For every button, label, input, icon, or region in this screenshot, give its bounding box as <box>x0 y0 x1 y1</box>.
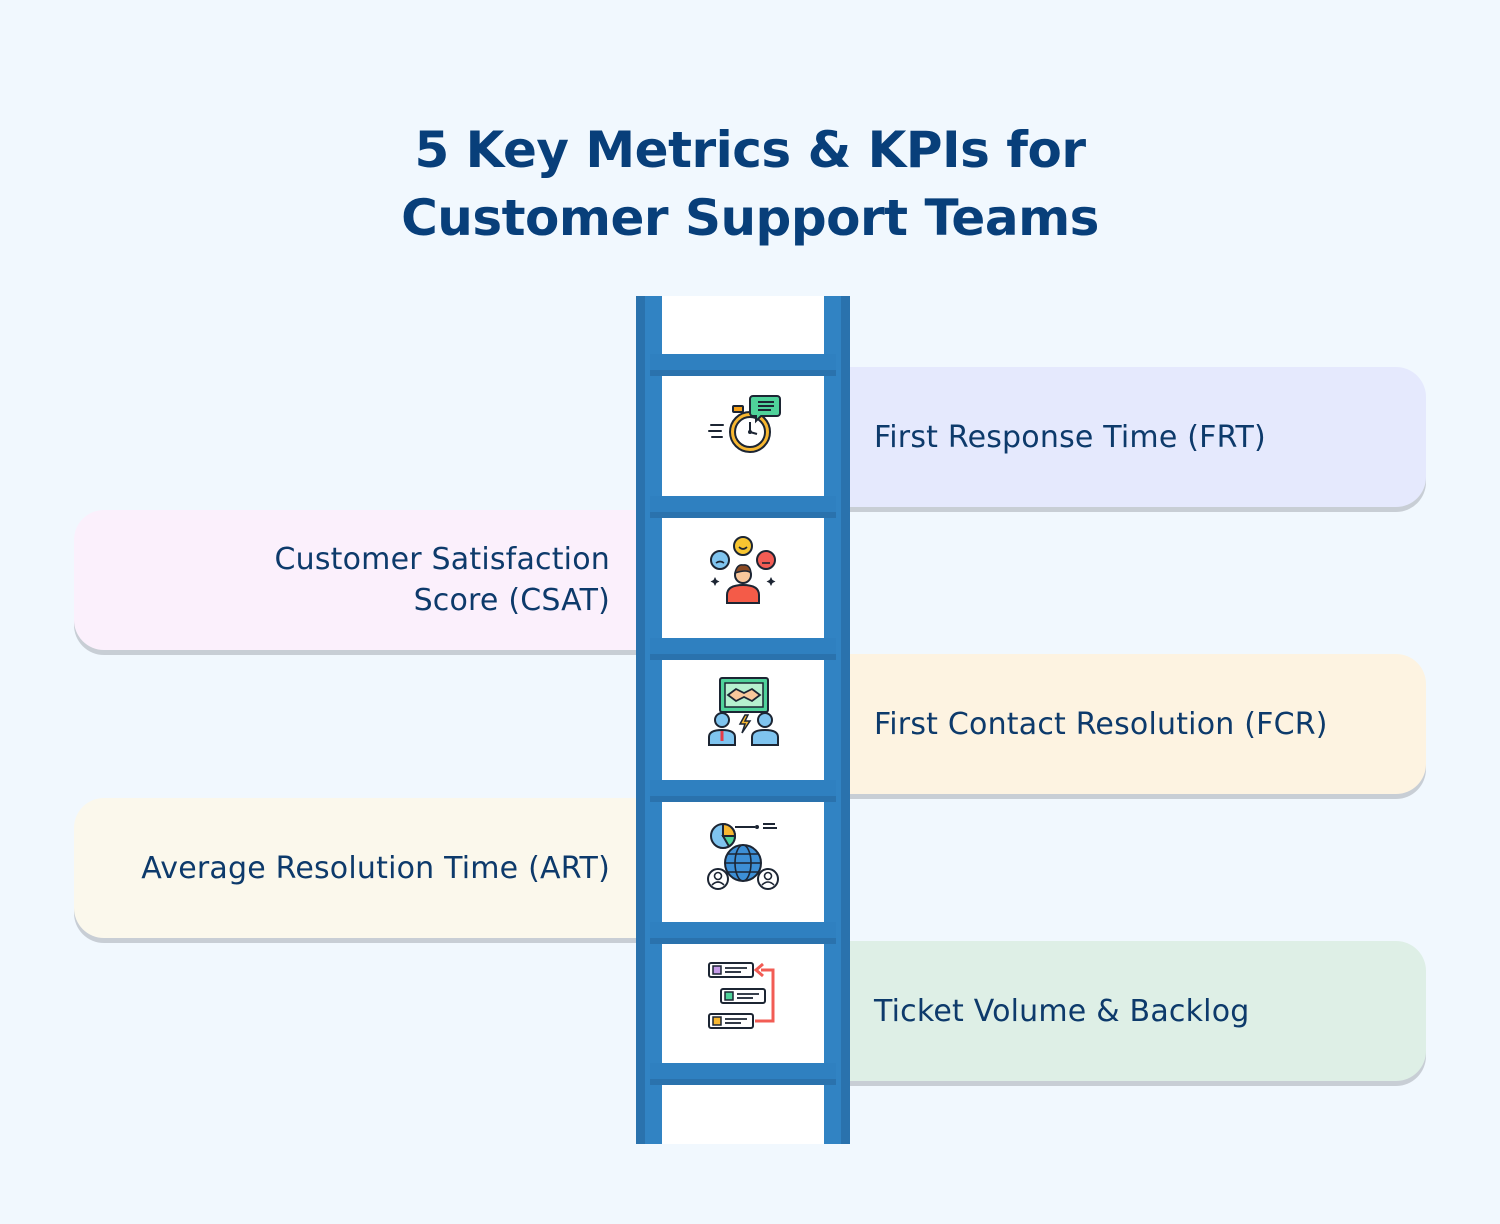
ladder-rung <box>650 496 836 518</box>
ticket-queue-icon <box>703 958 783 1038</box>
metric-label: Customer Satisfaction <box>274 542 610 577</box>
metric-label: Ticket Volume & Backlog <box>874 993 1250 1029</box>
metric-label: Score (CSAT) <box>413 583 610 618</box>
ladder-rail-right <box>824 296 850 1144</box>
ladder-rung <box>650 638 836 660</box>
metric-card-art: Average Resolution Time (ART) <box>74 798 694 938</box>
ladder-rail-left <box>636 296 662 1144</box>
ladder-rung <box>650 780 836 802</box>
metric-label: First Contact Resolution (FCR) <box>874 706 1328 742</box>
metric-label: Average Resolution Time (ART) <box>141 850 610 886</box>
handshake-meeting-icon <box>703 675 783 755</box>
page-title: 5 Key Metrics & KPIs for Customer Suppor… <box>0 116 1500 252</box>
title-line-1: 5 Key Metrics & KPIs for <box>414 120 1086 179</box>
metric-card-fcr: First Contact Resolution (FCR) <box>790 654 1426 794</box>
stopwatch-chat-icon <box>703 393 783 473</box>
ladder-rung <box>650 1063 836 1085</box>
title-line-2: Customer Support Teams <box>401 188 1099 247</box>
metric-label: First Response Time (FRT) <box>874 419 1266 455</box>
global-analytics-icon <box>703 817 783 897</box>
ladder-rung <box>650 354 836 376</box>
metric-card-csat: Customer Satisfaction Score (CSAT) <box>74 510 694 650</box>
satisfaction-faces-icon <box>703 533 783 613</box>
metric-card-ticket-volume: Ticket Volume & Backlog <box>790 941 1426 1081</box>
metric-card-frt: First Response Time (FRT) <box>790 367 1426 507</box>
ladder-rung <box>650 922 836 944</box>
